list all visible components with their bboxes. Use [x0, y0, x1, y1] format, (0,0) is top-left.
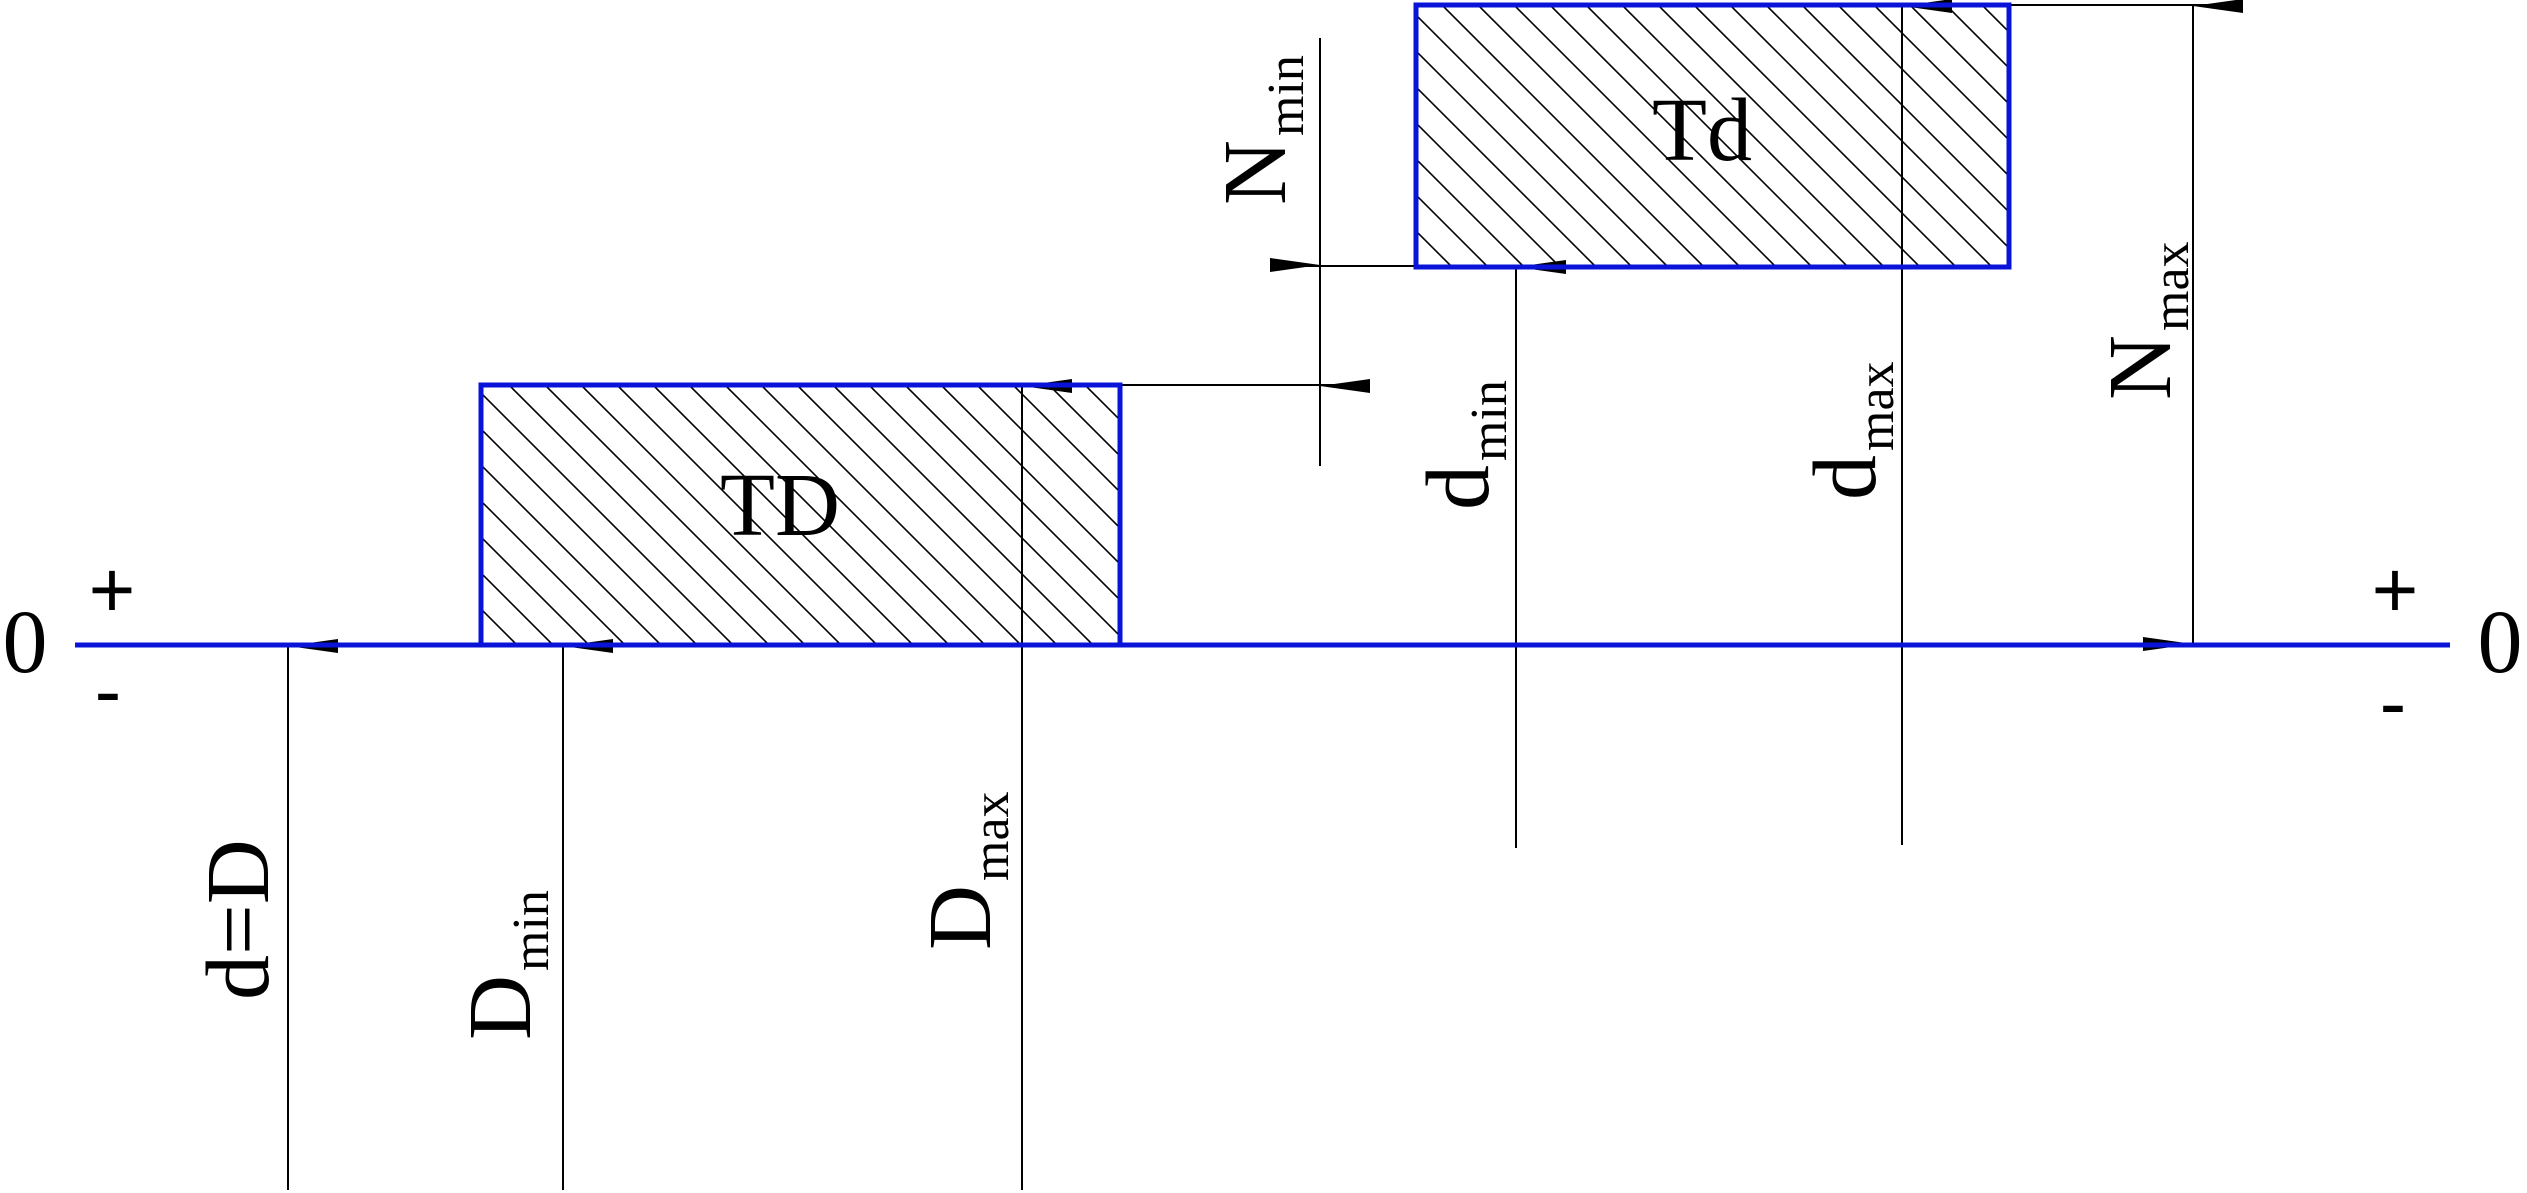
hatch-line — [1416, 121, 1561, 267]
hatch-line — [481, 607, 518, 645]
hatch-line — [688, 385, 950, 645]
hatch-line — [1549, 5, 1813, 267]
hatch-line — [904, 385, 1120, 602]
hatch-line — [1477, 5, 1741, 267]
hatch-line — [481, 499, 626, 645]
d-min-shaft-label: dmin — [1409, 380, 1518, 510]
hatch-line — [1981, 5, 2009, 34]
minus-sign-right: - — [2380, 658, 2407, 747]
hatch-line — [760, 385, 1022, 645]
hatch-line — [481, 427, 698, 645]
hatch-line — [1657, 5, 1921, 267]
hatch-line — [1693, 5, 1957, 267]
d-max-hole-label: Dmax — [911, 791, 1020, 950]
hatch-line — [796, 385, 1058, 645]
hatch-line — [724, 385, 986, 645]
hatch-line — [1416, 49, 1633, 267]
hatch-line — [544, 385, 806, 645]
hatch-line — [1441, 5, 1705, 267]
hatch-line — [1873, 5, 2009, 142]
hatch-line — [1048, 385, 1120, 458]
n-min-label: Nmin — [1206, 55, 1315, 205]
hatch-line — [508, 385, 770, 645]
hatch-line — [1801, 5, 2009, 214]
hatch-line — [1513, 5, 1777, 267]
dimension-lines — [287, 0, 2243, 1190]
hole-zone-label: TD — [720, 456, 840, 555]
shaft-zone-label: Td — [1652, 81, 1752, 180]
hatch-line — [1621, 5, 1885, 267]
hole-zone-hatching — [481, 385, 1120, 645]
nominal-size-label: d=D — [189, 839, 288, 1000]
d-max-shaft-label: dmax — [1796, 361, 1905, 500]
zero-label-left: 0 — [3, 593, 48, 692]
hatch-line — [580, 385, 842, 645]
hatch-line — [616, 385, 878, 645]
hatch-line — [481, 643, 482, 645]
hatch-line — [1909, 5, 2009, 106]
hatch-line — [481, 535, 590, 645]
hatch-line — [1416, 157, 1525, 267]
minus-sign-left: - — [95, 646, 122, 735]
hatch-line — [1945, 5, 2009, 70]
zero-label-right: 0 — [2478, 593, 2523, 692]
hatch-line — [481, 463, 662, 645]
hatch-line — [1084, 385, 1120, 422]
shaft-tolerance-zone — [1413, 2, 2012, 270]
hatch-line — [1416, 13, 1669, 267]
hatch-line — [1416, 85, 1597, 267]
n-max-label: Nmax — [2091, 241, 2200, 400]
hatch-line — [1729, 5, 1993, 267]
hatch-line — [652, 385, 914, 645]
hatch-line — [481, 391, 734, 645]
plus-sign-left: + — [89, 545, 136, 634]
hatch-line — [1837, 5, 2009, 178]
hatch-line — [976, 385, 1120, 530]
hatch-line — [1585, 5, 1849, 267]
hatch-line — [481, 571, 554, 645]
hatch-line — [832, 385, 1094, 645]
plus-sign-right: + — [2372, 545, 2419, 634]
hatch-line — [1416, 193, 1489, 267]
hatch-line — [1012, 385, 1120, 494]
d-min-hole-label: Dmin — [451, 890, 560, 1040]
hatch-line — [868, 385, 1120, 638]
hole-tolerance-zone — [478, 382, 1123, 648]
shaft-zone-hatching — [1416, 5, 2009, 267]
hatch-line — [940, 385, 1120, 566]
hatch-line — [1765, 5, 2009, 250]
